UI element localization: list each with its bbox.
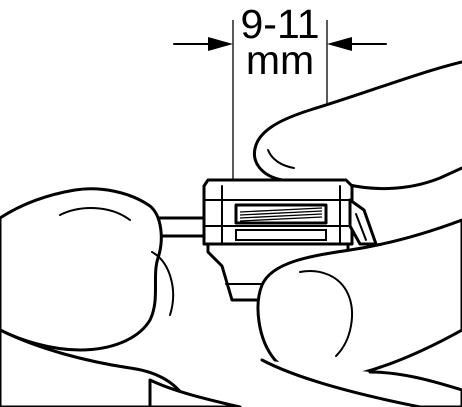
thumb-crease	[267, 149, 295, 169]
release-lever	[348, 198, 378, 246]
right-finger-shape	[256, 218, 462, 379]
left-hand	[0, 187, 192, 407]
right-fingernail	[299, 270, 353, 357]
lower-window	[235, 229, 327, 241]
dimension-unit: mm	[246, 37, 314, 83]
left-finger-crease	[151, 251, 175, 316]
label-background	[236, 4, 326, 78]
right-finger	[148, 218, 462, 407]
dimension-arrow-right-icon	[327, 37, 352, 51]
left-fingernail	[59, 207, 131, 221]
dimension-arrow-left-icon	[208, 37, 233, 51]
dimension-value: 9-11	[240, 1, 319, 47]
dimension-label: 9-11 mm	[236, 1, 326, 83]
thumb	[253, 60, 462, 191]
left-fingers	[0, 187, 163, 352]
stripped-conductor-strands	[239, 207, 323, 222]
release-lever-edge	[355, 213, 367, 241]
thumb-shape	[253, 60, 462, 191]
